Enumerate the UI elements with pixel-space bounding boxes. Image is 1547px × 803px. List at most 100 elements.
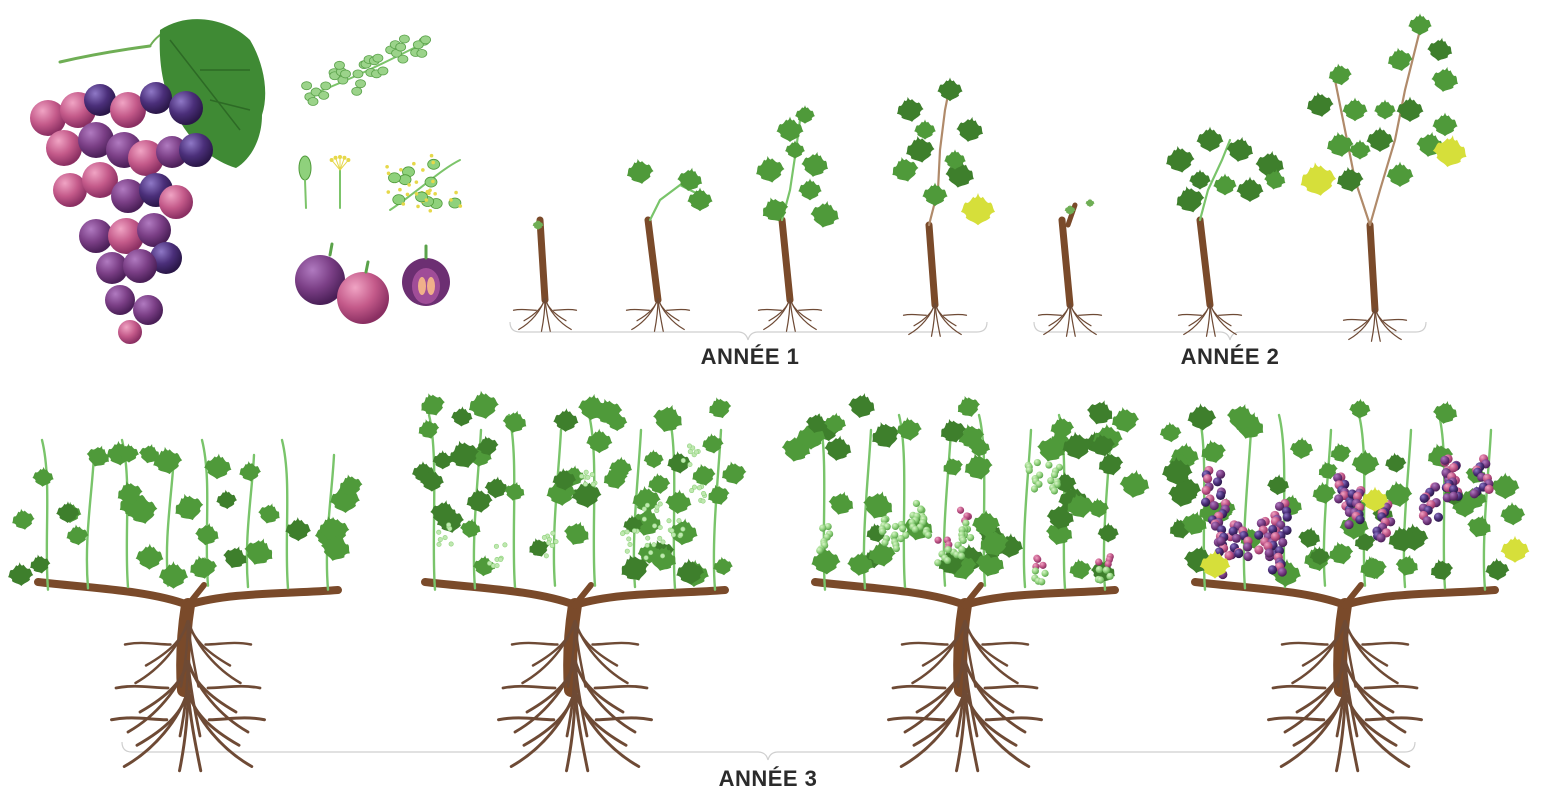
vine-y3-stage2-flowering <box>412 388 749 771</box>
grape-berry <box>1334 494 1343 503</box>
cordon-right <box>188 590 338 605</box>
grape-berry <box>159 185 193 219</box>
grape-berry <box>958 553 965 560</box>
grape-berry <box>1243 552 1252 561</box>
flower-bud <box>645 503 649 507</box>
flower-bud <box>697 486 701 490</box>
grape-berry <box>1355 515 1364 524</box>
anther <box>330 158 334 162</box>
leaf <box>1342 97 1367 121</box>
anther <box>387 171 391 175</box>
grape-berry <box>1106 573 1113 580</box>
grape-berry <box>934 559 941 566</box>
vine-y1-stage2 <box>624 156 712 331</box>
leaf <box>846 390 878 421</box>
leaf <box>810 546 841 576</box>
leaf <box>256 500 283 526</box>
flower-bud <box>625 530 629 534</box>
grape-berry <box>1202 486 1211 495</box>
flower-bud <box>590 472 594 476</box>
flower-bud <box>644 556 648 560</box>
leaf <box>501 408 530 436</box>
grape-berry <box>1038 578 1045 585</box>
flower-details <box>295 35 462 324</box>
flower-bud <box>319 91 329 99</box>
leaf <box>135 543 163 570</box>
grape-berry <box>1097 576 1104 583</box>
flower-bud <box>620 531 624 535</box>
shoot <box>899 415 905 587</box>
grape-berry <box>912 526 919 533</box>
flower-bud <box>646 536 650 540</box>
grape-berry <box>133 295 163 325</box>
flower-bud <box>302 82 312 90</box>
leaf <box>1159 421 1182 443</box>
leaf <box>1310 480 1337 506</box>
leaf <box>1297 159 1338 199</box>
grape-berry <box>1047 477 1054 484</box>
label-year2: ANNÉE 2 <box>1170 344 1290 370</box>
grape-berry <box>1232 534 1241 543</box>
flower-bud <box>373 54 383 62</box>
leaf <box>1432 112 1457 136</box>
flower-bud <box>579 474 583 478</box>
bud <box>299 156 311 180</box>
anther <box>415 180 419 184</box>
anther <box>425 198 429 202</box>
leaf <box>1491 472 1519 499</box>
leaf <box>826 488 857 518</box>
grape-berry <box>917 506 924 513</box>
grape-berry <box>1041 570 1048 577</box>
leaf <box>1387 162 1414 188</box>
roots <box>514 298 577 331</box>
roots <box>759 298 822 331</box>
leaf <box>238 460 262 483</box>
flower-bud <box>353 70 363 78</box>
leaf <box>867 417 903 452</box>
vine-y3-stage3-fruit-set <box>779 390 1151 771</box>
grape-berry <box>1210 501 1219 510</box>
flower-bud <box>583 482 587 486</box>
flower-bud <box>670 528 674 532</box>
grape-berry <box>1440 456 1449 465</box>
shoot <box>1244 430 1251 588</box>
grape-berry <box>1032 567 1039 574</box>
flower-bud <box>642 517 646 521</box>
flower-bud <box>546 541 550 545</box>
flower-bud <box>495 563 499 567</box>
anther <box>338 155 342 159</box>
anther <box>342 156 346 160</box>
leaf <box>961 193 995 225</box>
flower-bud <box>388 173 400 183</box>
trunk <box>1200 220 1210 305</box>
leaf <box>894 94 925 124</box>
anther <box>428 209 432 213</box>
leaf <box>955 114 986 144</box>
grape-berry <box>1095 558 1102 565</box>
flower-bud <box>690 488 694 492</box>
anther <box>407 183 411 187</box>
grape-berry <box>892 523 899 530</box>
roots <box>1039 303 1102 336</box>
grape-berry <box>1045 461 1052 468</box>
grape-berry <box>1268 565 1277 574</box>
leaf <box>1393 552 1421 579</box>
grape-berry <box>1344 520 1353 529</box>
flower-bud <box>356 80 366 88</box>
flower-bud <box>352 87 362 95</box>
seed <box>418 277 426 295</box>
grape-berry <box>140 82 172 114</box>
grape-berry <box>46 130 82 166</box>
vine-y2-stage1 <box>1039 199 1102 337</box>
year2-vines <box>1039 13 1470 341</box>
cordon-left <box>38 582 188 605</box>
flower-bud <box>648 550 652 554</box>
trunk <box>1370 225 1375 310</box>
leaf <box>1501 536 1530 563</box>
leaf <box>1408 13 1431 35</box>
grape-berry <box>816 547 823 554</box>
leaf <box>758 193 792 226</box>
grape-berry <box>1031 485 1038 492</box>
anther <box>416 205 420 209</box>
